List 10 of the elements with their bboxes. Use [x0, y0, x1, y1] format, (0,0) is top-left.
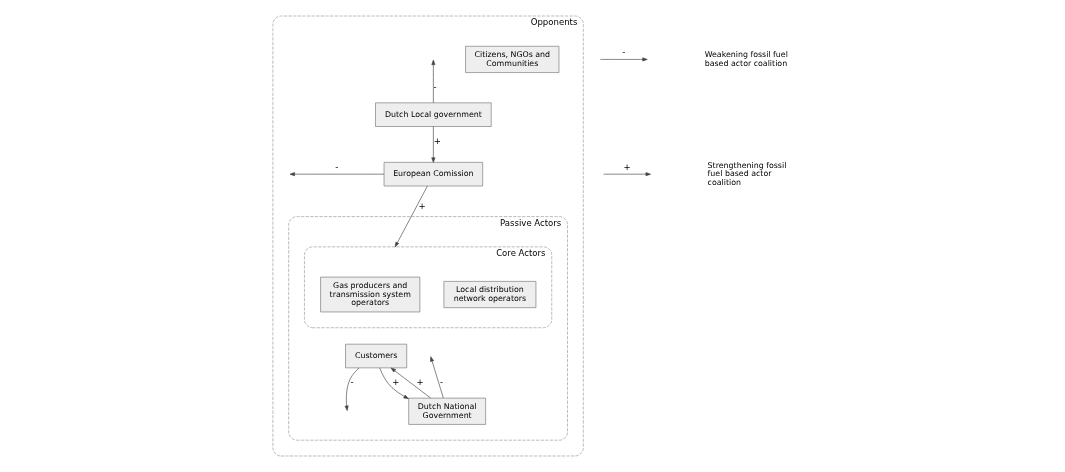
label: - [622, 47, 626, 58]
edge-label: + [433, 135, 441, 146]
label: + [623, 161, 631, 172]
edge-label: + [416, 377, 424, 388]
edge-label: - [335, 161, 339, 172]
edge-label: + [418, 200, 426, 211]
edge-label: - [440, 377, 444, 388]
edge-label: + [392, 377, 400, 388]
edge-label: - [433, 81, 437, 92]
edge-label: - [350, 377, 354, 388]
